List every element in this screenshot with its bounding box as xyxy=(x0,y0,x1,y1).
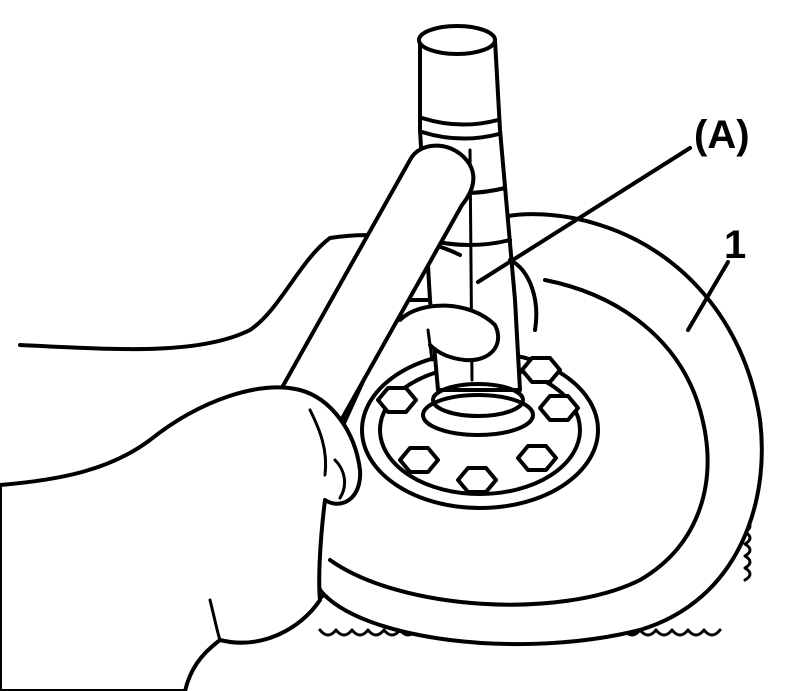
shaft-band xyxy=(420,116,500,127)
right-hand-finger xyxy=(398,303,501,363)
bolt xyxy=(538,394,580,422)
bolt xyxy=(376,386,418,414)
flywheel-bolts xyxy=(376,356,580,494)
flywheel-face-ring xyxy=(328,278,710,607)
callout-label-flywheel: 1 xyxy=(724,223,746,267)
left-hand xyxy=(0,385,363,691)
shaft-top xyxy=(417,24,497,56)
tool-handle-bar xyxy=(273,143,476,442)
bolt xyxy=(520,356,562,384)
callout-leader-tool xyxy=(476,146,692,284)
bolt xyxy=(516,444,558,472)
left-hand-outline xyxy=(0,385,363,691)
bolt xyxy=(398,446,440,474)
callout-leader-flywheel xyxy=(686,260,730,332)
bolt xyxy=(456,466,498,494)
callout-label-tool: (A) xyxy=(694,113,750,157)
